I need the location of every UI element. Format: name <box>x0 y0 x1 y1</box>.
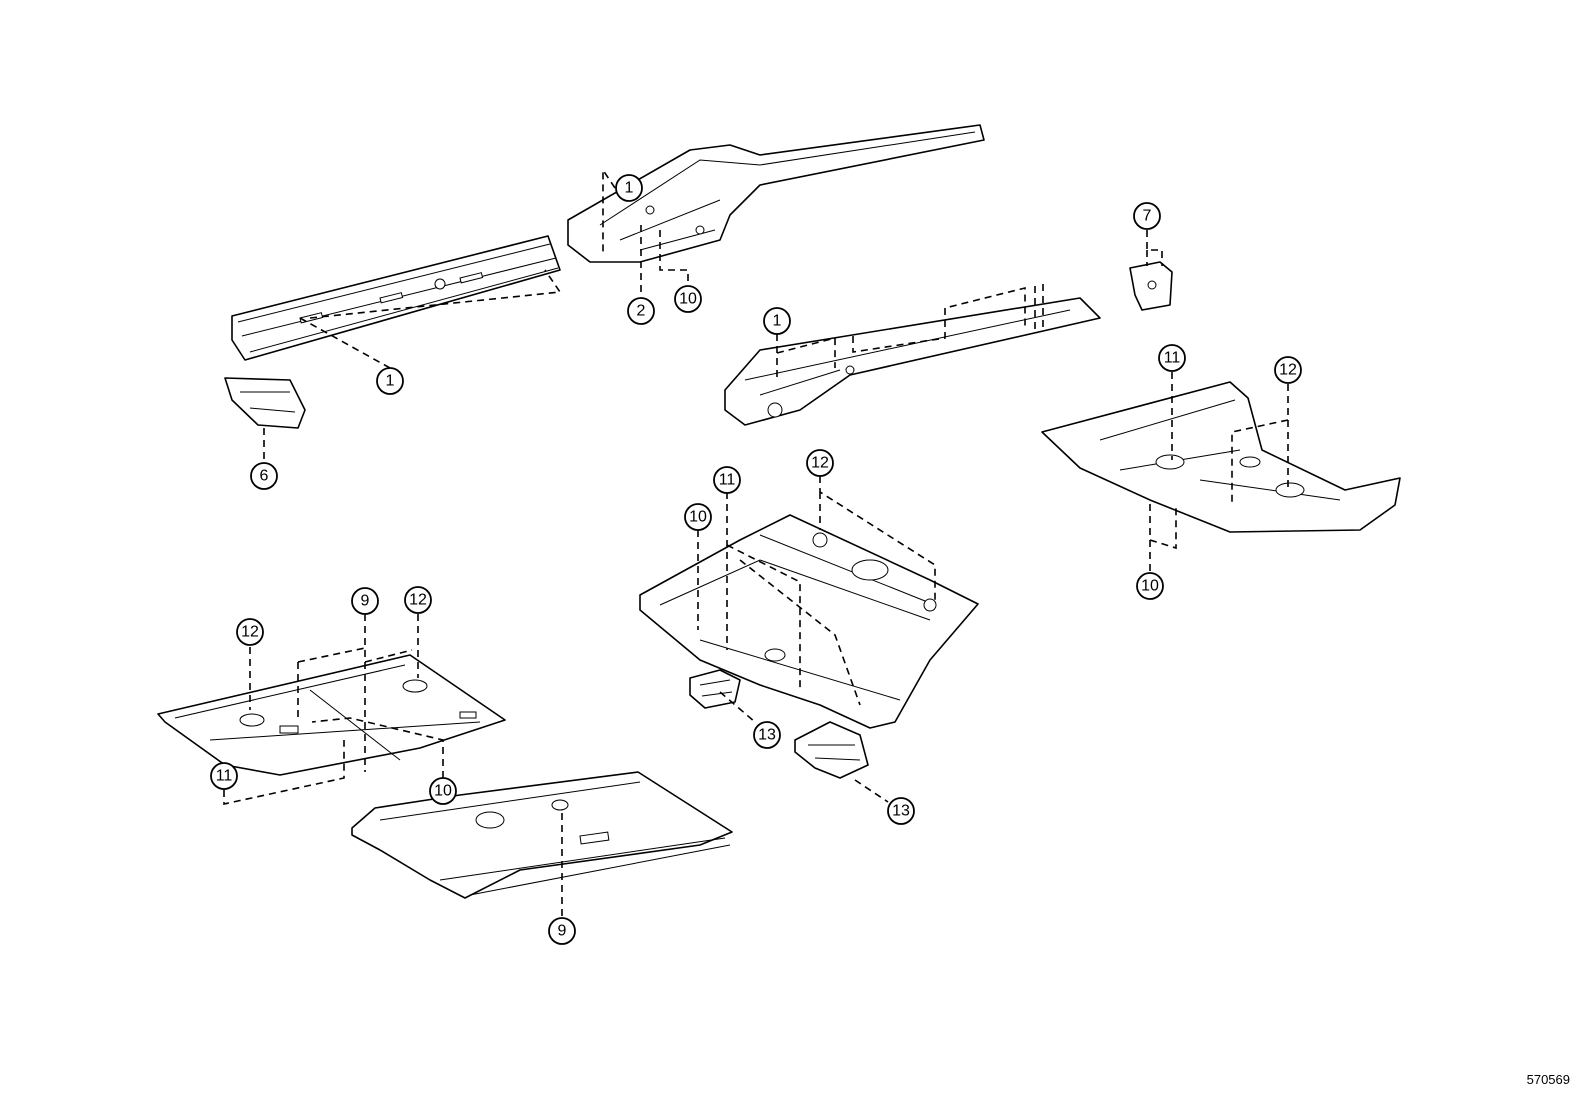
callout-11: 11 <box>210 762 238 790</box>
callout-1: 1 <box>615 174 643 202</box>
floor-side-member-right <box>724 297 1101 426</box>
svg-text:13: 13 <box>892 803 910 820</box>
callout-7: 7 <box>1133 202 1161 230</box>
svg-text:12: 12 <box>1279 362 1297 379</box>
front-floor-pan-right <box>351 771 733 899</box>
callout-6: 6 <box>250 462 278 490</box>
callout-2: 2 <box>627 297 655 325</box>
rocker-rail-left <box>231 235 561 361</box>
callout-10: 10 <box>674 285 702 313</box>
svg-text:1: 1 <box>625 180 634 197</box>
callout-12: 12 <box>806 449 834 477</box>
illustration-number: 570569 <box>1526 1072 1570 1087</box>
small-bracket-6 <box>224 377 306 429</box>
svg-text:10: 10 <box>689 509 707 526</box>
callout-1: 1 <box>763 307 791 335</box>
callout-10: 10 <box>684 503 712 531</box>
svg-text:6: 6 <box>260 468 269 485</box>
callout-11: 11 <box>713 466 741 494</box>
svg-text:2: 2 <box>637 303 646 320</box>
svg-text:10: 10 <box>434 783 452 800</box>
rear-floor-pan <box>1041 381 1401 533</box>
leader-lines <box>223 167 1289 916</box>
callout-10: 10 <box>429 777 457 805</box>
svg-text:10: 10 <box>1141 578 1159 595</box>
front-floor-pan-left <box>157 654 506 776</box>
callout-12: 12 <box>236 618 264 646</box>
callout-13: 13 <box>887 797 915 825</box>
callout-9: 9 <box>351 587 379 615</box>
svg-text:11: 11 <box>216 768 233 785</box>
svg-text:9: 9 <box>558 923 567 940</box>
small-bracket-7 <box>1129 261 1173 311</box>
callout-12: 12 <box>404 586 432 614</box>
center-floor-pan <box>639 514 979 729</box>
callout-13: 13 <box>753 721 781 749</box>
svg-text:1: 1 <box>773 313 782 330</box>
callout-12: 12 <box>1274 356 1302 384</box>
callout-11: 11 <box>1158 344 1186 372</box>
svg-text:1: 1 <box>386 373 395 390</box>
svg-text:12: 12 <box>241 624 259 641</box>
callout-9: 9 <box>548 917 576 945</box>
svg-text:9: 9 <box>361 593 370 610</box>
callout-1: 1 <box>376 367 404 395</box>
svg-text:7: 7 <box>1143 208 1152 225</box>
svg-text:11: 11 <box>719 472 736 489</box>
rear-side-member <box>567 124 985 263</box>
svg-text:12: 12 <box>811 455 829 472</box>
bracket-13a <box>689 669 741 709</box>
svg-text:13: 13 <box>758 727 776 744</box>
callout-10: 10 <box>1136 572 1164 600</box>
svg-text:12: 12 <box>409 592 427 609</box>
bracket-13b <box>794 721 869 779</box>
svg-text:10: 10 <box>679 291 697 308</box>
svg-text:11: 11 <box>1164 350 1181 367</box>
